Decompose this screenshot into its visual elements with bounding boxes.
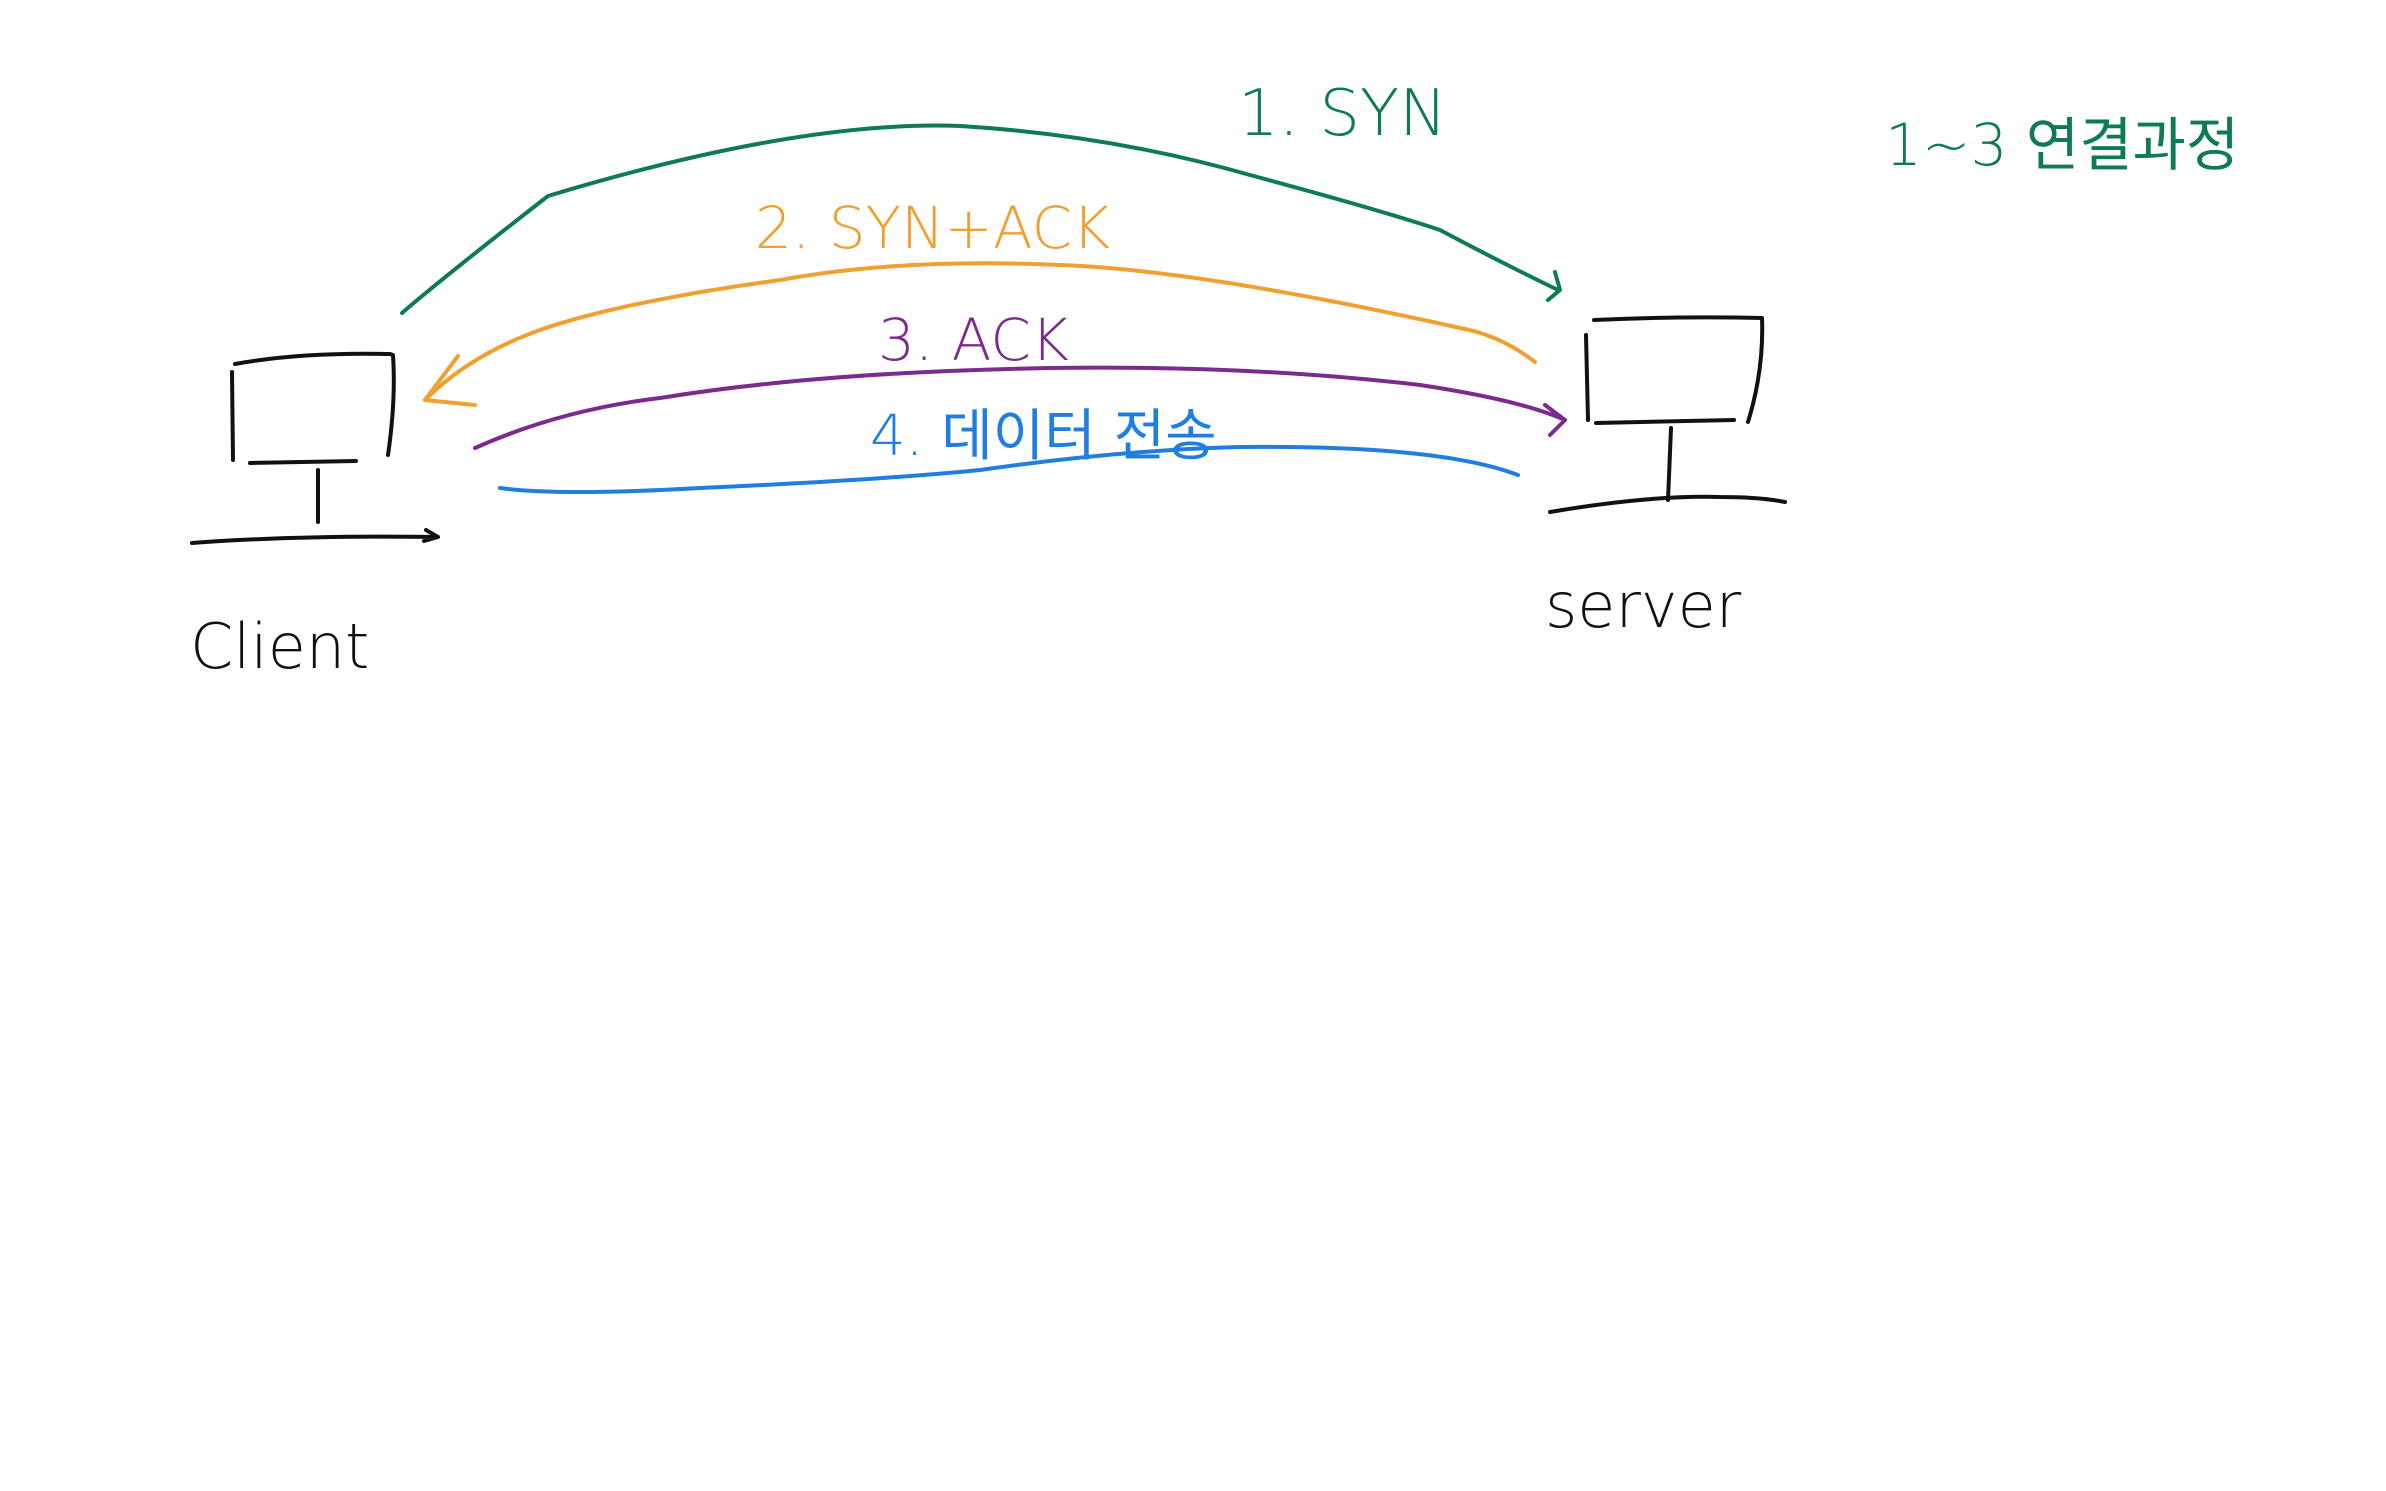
ack-arrowhead <box>1543 403 1567 437</box>
ack-arrow <box>473 365 1567 450</box>
server-computer-icon <box>1548 315 1787 514</box>
syn-ack-arrowhead <box>423 354 477 407</box>
server-monitor <box>1548 315 1787 514</box>
step-label-data: 4. 데이터 전송 <box>870 404 1217 469</box>
data-transfer-line <box>498 444 1520 494</box>
syn-arrow <box>400 123 1560 315</box>
syn-ack-arrow <box>423 261 1537 402</box>
connection-note: 1~3 연결과정 <box>1885 111 2239 179</box>
step-label-syn-ack: 2. SYN+ACK <box>755 194 1110 262</box>
client-computer-icon <box>190 351 440 545</box>
server-label: server <box>1545 569 1742 642</box>
step-label-ack: 3. ACK <box>878 306 1069 374</box>
client-monitor <box>190 351 440 545</box>
step-label-syn: 1. SYN <box>1238 77 1447 151</box>
syn-arrowhead <box>1546 270 1562 302</box>
client-label: Client <box>190 610 370 683</box>
